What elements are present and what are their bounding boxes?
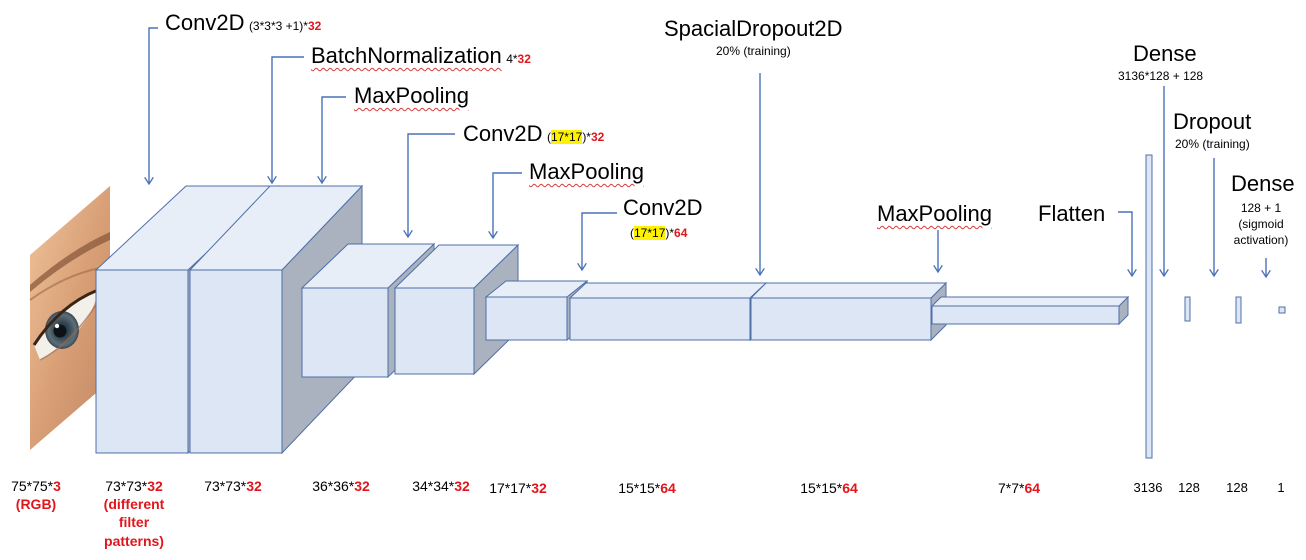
label-conv1: Conv2D (3*3*3 +1)*32 xyxy=(165,10,322,35)
layer-block-conv3 xyxy=(568,281,768,342)
dim-maxpool1: 36*36*32 xyxy=(312,478,370,494)
label-maxpool3: MaxPooling xyxy=(877,201,992,226)
dim-conv3: 15*15*64 xyxy=(618,480,676,496)
arrow-conv3 xyxy=(582,212,617,270)
dim-flatten: 3136 xyxy=(1133,480,1163,495)
dim-input: 75*75*3 (RGB) xyxy=(11,478,61,513)
arrow-conv1 xyxy=(149,27,158,184)
layer-block-maxpool3 xyxy=(930,295,1130,326)
arrow-conv2 xyxy=(408,133,455,237)
label-dense2-params: 128 + 1 (sigmoid activation) xyxy=(1233,201,1289,248)
arrow-maxpool1 xyxy=(322,96,346,183)
label-maxpool1: MaxPooling xyxy=(354,83,469,108)
label-conv3-params: (17*17)*64 xyxy=(630,226,688,240)
dim-spatial-dropout: 15*15*64 xyxy=(800,480,858,496)
dim-dense1: 128 xyxy=(1178,480,1200,495)
dim-conv1: 73*73*32 (different filter patterns) xyxy=(103,478,165,549)
dense1-vector xyxy=(1184,296,1191,322)
dim-dropout: 128 xyxy=(1226,480,1248,495)
label-dense1-params: 3136*128 + 128 xyxy=(1118,69,1204,83)
layer-block-conv2 xyxy=(393,243,520,376)
dropout-vector xyxy=(1235,296,1242,324)
label-dropout: Dropout xyxy=(1173,109,1252,134)
label-conv3: Conv2D xyxy=(623,195,703,220)
label-dense2: Dense xyxy=(1231,171,1295,196)
input-eye-image xyxy=(29,186,110,450)
label-spatial-dropout: SpacialDropout2D xyxy=(664,16,843,41)
dim-maxpool2: 17*17*32 xyxy=(489,480,547,496)
label-dense1: Dense xyxy=(1133,41,1197,66)
label-spatial-dropout-note: 20% (training) xyxy=(716,44,791,58)
dim-batchnorm: 73*73*32 xyxy=(204,478,262,494)
layer-block-spatial-dropout xyxy=(749,281,948,342)
label-maxpool2: MaxPooling xyxy=(529,159,644,184)
label-dropout-note: 20% (training) xyxy=(1175,137,1250,151)
dim-output: 1 xyxy=(1277,480,1285,495)
flatten-vector xyxy=(1145,154,1153,459)
arrow-maxpool2 xyxy=(493,172,522,238)
dim-conv2: 34*34*32 xyxy=(412,478,470,494)
label-batchnorm: BatchNormalization 4*32 xyxy=(311,43,531,68)
label-conv2: Conv2D (17*17)*32 xyxy=(463,121,605,146)
dim-maxpool3: 7*7*64 xyxy=(997,480,1041,496)
arrow-batchnorm xyxy=(272,56,304,183)
output-vector xyxy=(1278,306,1286,314)
label-flatten: Flatten xyxy=(1038,201,1106,226)
arrow-flatten xyxy=(1118,211,1132,276)
